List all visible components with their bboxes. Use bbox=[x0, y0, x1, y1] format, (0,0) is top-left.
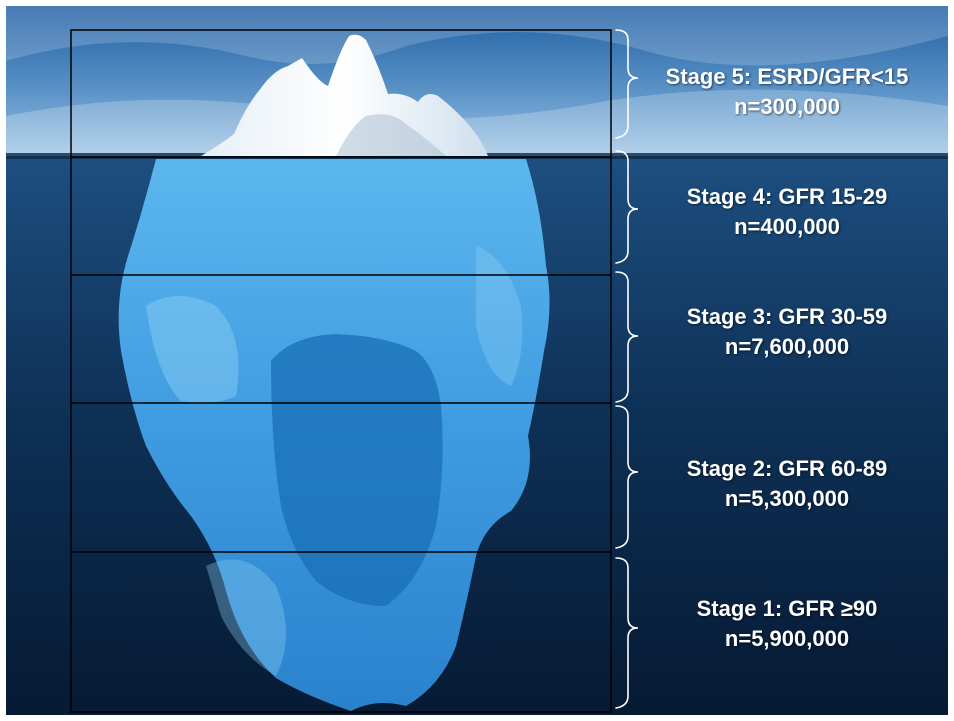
iceberg-scene bbox=[6, 6, 948, 715]
right-curly-brace-icon bbox=[615, 29, 639, 139]
stage-title: Stage 3: GFR 30-59 bbox=[686, 304, 888, 329]
stage-label: Stage 5: ESRD/GFR<15 n=300,000 bbox=[626, 62, 948, 122]
stage-count: n=300,000 bbox=[734, 94, 840, 119]
stage-label: Stage 3: GFR 30-59 n=7,600,000 bbox=[626, 302, 948, 362]
iceberg-diagram: Stage 5: ESRD/GFR<15 n=300,000 Stage 4: … bbox=[6, 6, 948, 715]
right-curly-brace-icon bbox=[615, 405, 639, 549]
stage-label: Stage 4: GFR 15-29 n=400,000 bbox=[626, 182, 948, 242]
iceberg-highlight bbox=[146, 296, 239, 403]
iceberg-cave bbox=[271, 334, 443, 606]
stage-box-outline bbox=[70, 29, 612, 713]
stage-count: n=5,300,000 bbox=[724, 486, 850, 511]
cloud bbox=[6, 6, 948, 66]
stage-boxes bbox=[70, 29, 612, 713]
right-curly-brace-icon bbox=[615, 150, 639, 264]
stage-count: n=7,600,000 bbox=[724, 334, 850, 359]
stage-count: n=400,000 bbox=[734, 214, 840, 239]
iceberg-tip bbox=[201, 34, 488, 156]
right-curly-brace-icon bbox=[615, 557, 639, 709]
stage-label: Stage 2: GFR 60-89 n=5,300,000 bbox=[626, 454, 948, 514]
stage-title: Stage 4: GFR 15-29 bbox=[686, 184, 888, 209]
iceberg-highlight bbox=[206, 559, 286, 676]
iceberg-highlight bbox=[476, 246, 523, 386]
stage-title: Stage 5: ESRD/GFR<15 bbox=[665, 64, 909, 89]
sky bbox=[6, 6, 948, 156]
iceberg-tip-shadow bbox=[336, 114, 446, 156]
right-curly-brace-icon bbox=[615, 271, 639, 403]
stage-label: Stage 1: GFR ≥90 n=5,900,000 bbox=[626, 594, 948, 654]
stage-title: Stage 1: GFR ≥90 bbox=[696, 596, 878, 621]
stage-count: n=5,900,000 bbox=[724, 626, 850, 651]
stage-title: Stage 2: GFR 60-89 bbox=[686, 456, 888, 481]
